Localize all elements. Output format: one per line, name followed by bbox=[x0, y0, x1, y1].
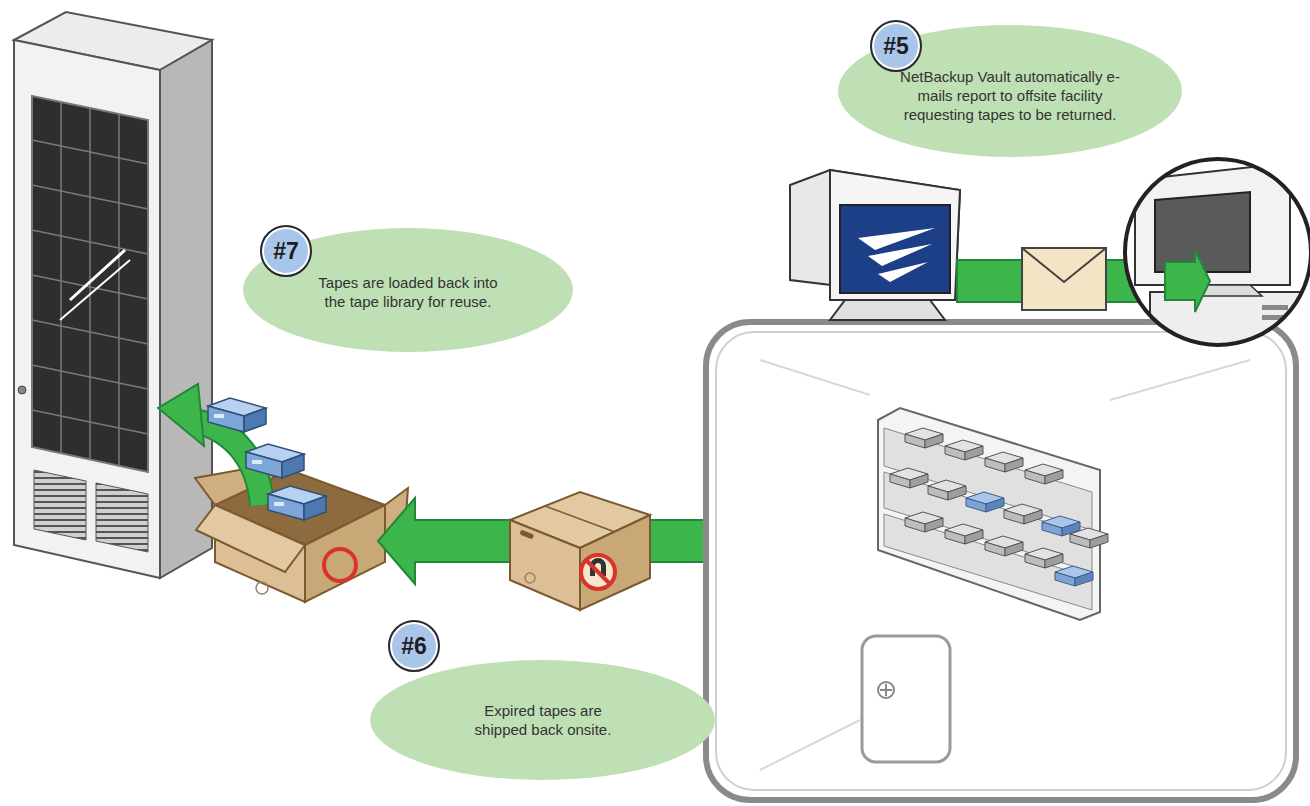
callout-text: Expired tapes are shipped back onsite. bbox=[458, 701, 628, 739]
callout-number: #6 bbox=[388, 620, 440, 672]
callout-ellipse: #6Expired tapes are shipped back onsite. bbox=[370, 660, 715, 780]
callout-number: #7 bbox=[260, 225, 312, 277]
callout-text: NetBackup Vault automatically e-mails re… bbox=[890, 67, 1130, 124]
callout-ellipse: #7Tapes are loaded back into the tape li… bbox=[243, 228, 573, 352]
callout-text: Tapes are loaded back into the tape libr… bbox=[308, 273, 508, 311]
callout-number: #5 bbox=[870, 20, 922, 72]
callout-ellipse: #5NetBackup Vault automatically e-mails … bbox=[838, 25, 1182, 157]
